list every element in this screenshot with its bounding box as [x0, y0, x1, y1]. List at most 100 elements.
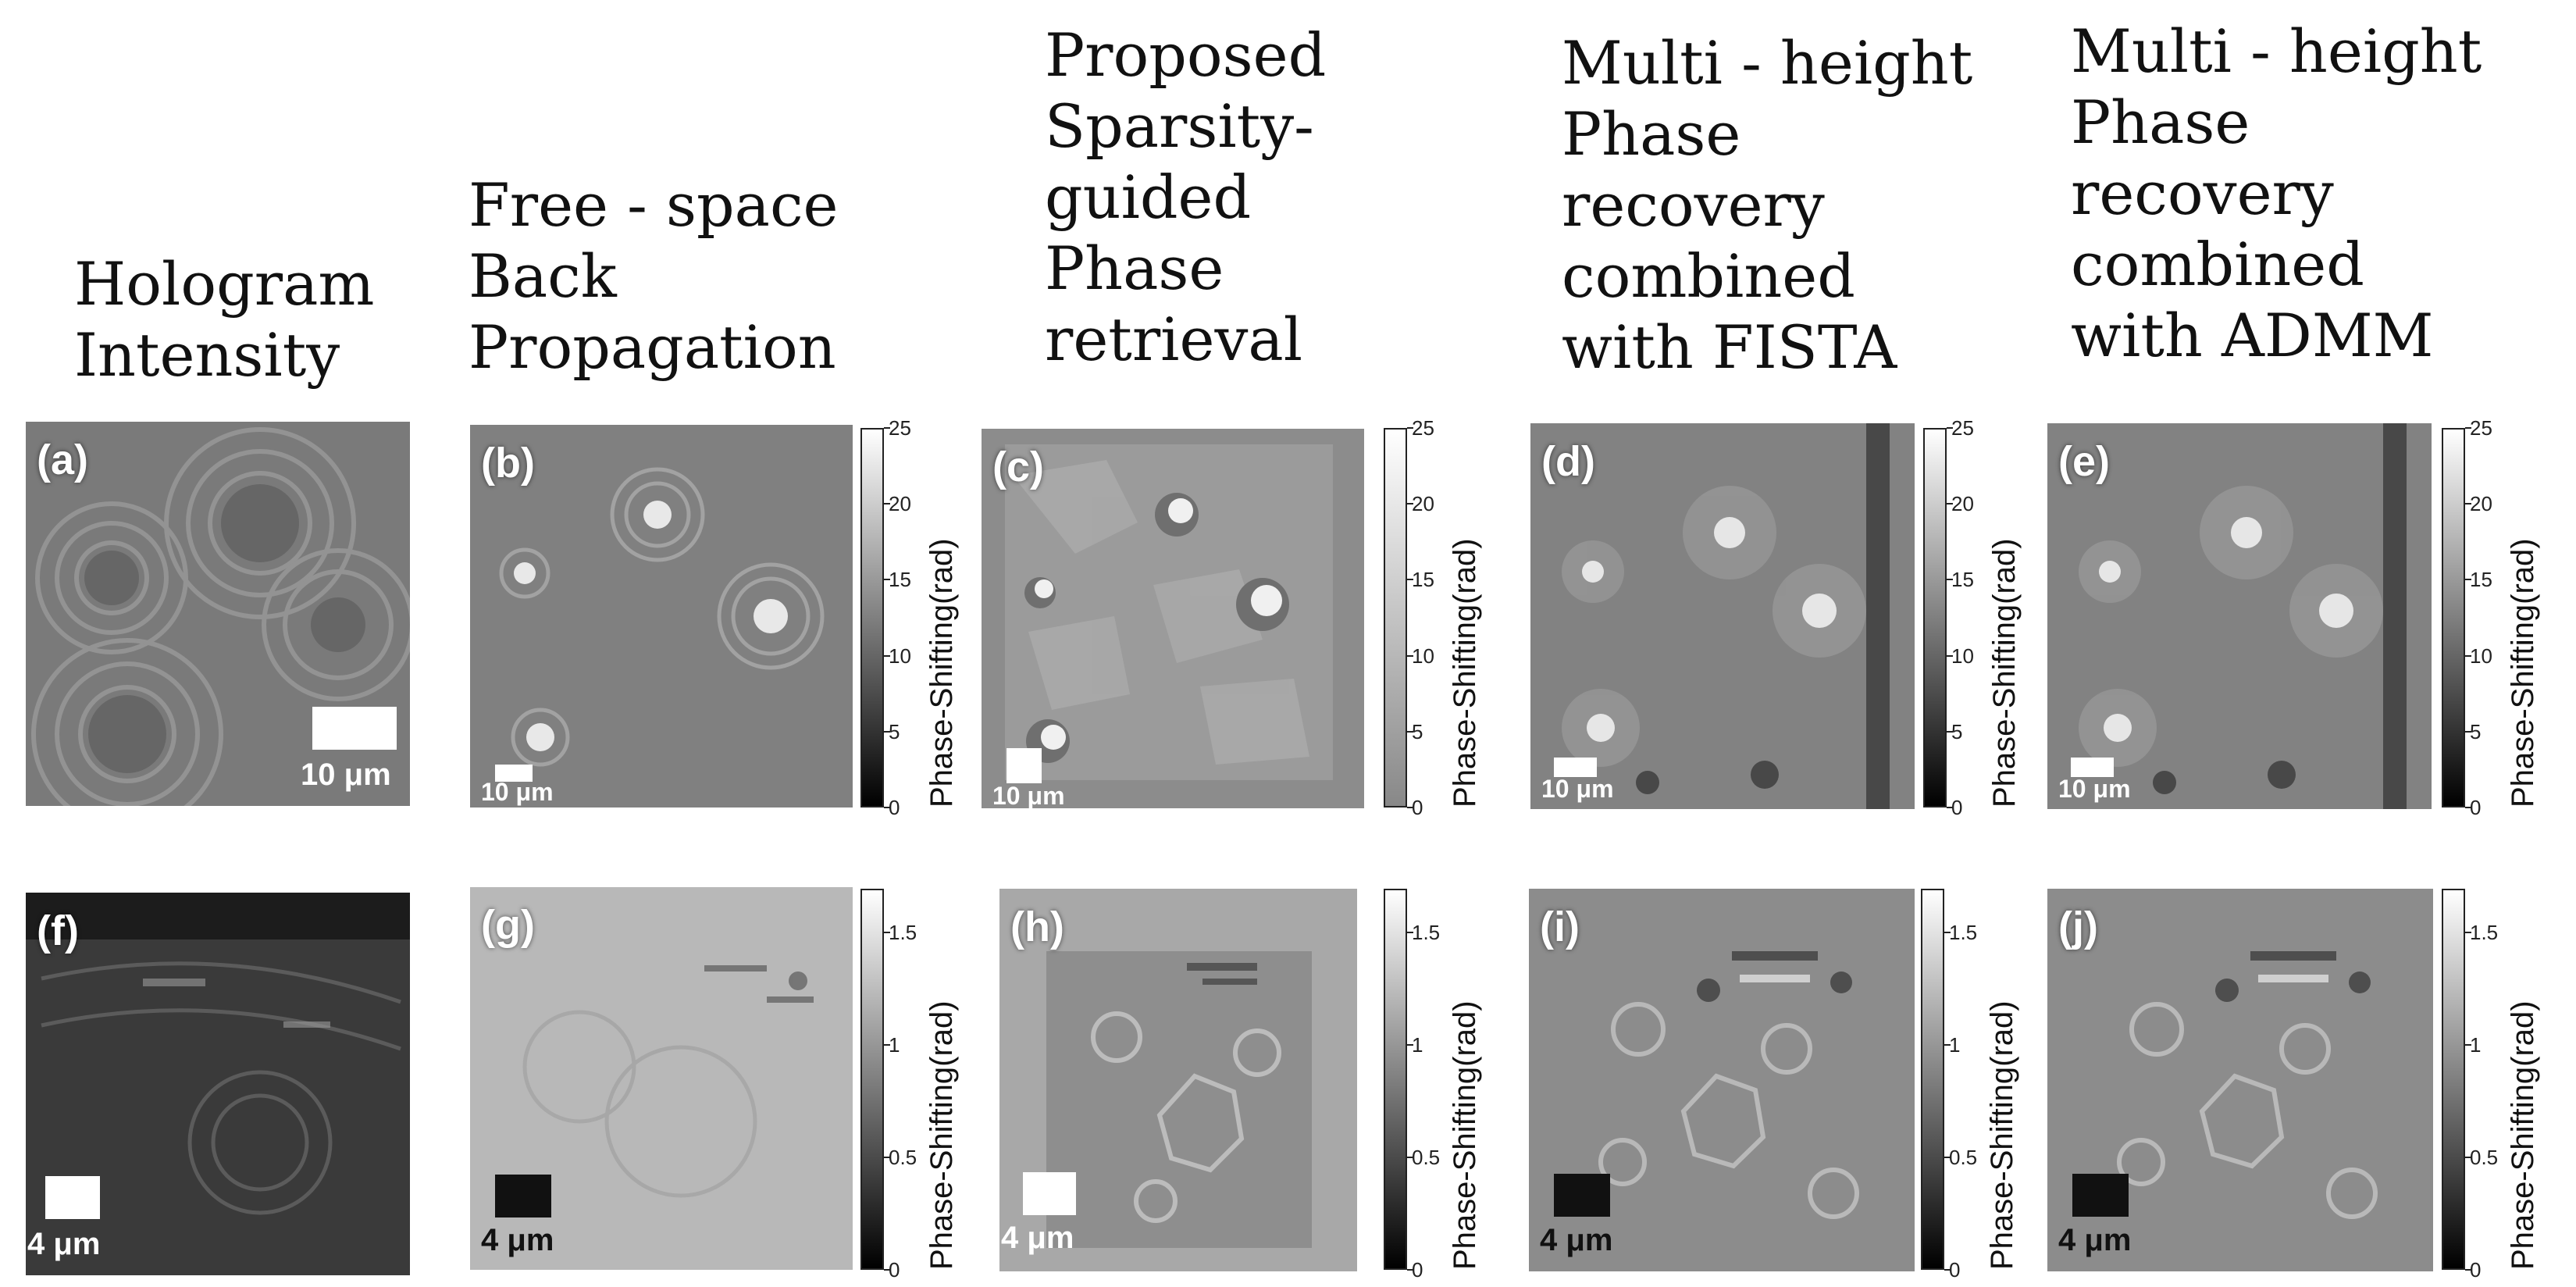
panel-d-fista: (d) 10 μm	[1530, 423, 1915, 809]
colorbar-tick-mark	[1947, 654, 1953, 657]
colorbar-label: Phase-Shifting(rad)	[925, 1000, 959, 1270]
colorbar-tick-mark	[1407, 579, 1413, 581]
phase-image	[2117, 951, 2378, 1219]
scale-bar	[2071, 758, 2114, 777]
colorbar-tick-label: 0.5	[1412, 1146, 1441, 1170]
title-hologram-intensity: Hologram Intensity	[74, 249, 375, 390]
colorbar-tick-label: 0.5	[889, 1146, 917, 1170]
scale-bar-text: 10 μm	[2058, 775, 2131, 803]
colorbar	[1923, 428, 1947, 807]
colorbar-tick-mark	[1947, 503, 1953, 505]
colorbar-tick-mark	[2465, 1269, 2471, 1271]
scale-bar-text: 10 μm	[992, 782, 1065, 808]
panel-label: (c)	[992, 444, 1044, 490]
colorbar-label: Phase-Shifting(rad)	[1448, 538, 1482, 807]
phase-image	[1005, 444, 1333, 780]
colorbar-tick-mark	[884, 807, 890, 808]
colorbar	[860, 889, 884, 1270]
colorbar-tick-label: 5	[2470, 719, 2482, 743]
colorbar-tick-label: 0.5	[1949, 1146, 1978, 1170]
colorbar-tick-label: 5	[1951, 719, 1963, 743]
colorbar-tick-mark	[2465, 503, 2471, 505]
colorbar-tick-label: 1.5	[889, 921, 917, 945]
scale-bar	[495, 1175, 551, 1217]
title-multi-height-admm: Multi - height Phase recovery combined w…	[2071, 16, 2482, 370]
panel-g-back-propagation: (g) 4 μm	[470, 887, 853, 1270]
colorbar	[2442, 428, 2465, 807]
colorbar-tick-mark	[884, 932, 890, 934]
colorbar	[1384, 889, 1407, 1270]
colorbar-tick-label: 25	[1412, 416, 1434, 440]
colorbar-tick-mark	[2465, 807, 2471, 808]
colorbar-tick-mark	[1407, 503, 1413, 505]
phase-image	[1598, 951, 1859, 1219]
phase-image	[2079, 423, 2407, 809]
panel-label: (g)	[481, 902, 535, 949]
colorbar-tick-label: 0	[1949, 1258, 1961, 1282]
colorbar-label: Phase-Shifting(rad)	[1987, 538, 2022, 807]
panel-label: (i)	[1540, 904, 1580, 950]
colorbar-tick-mark	[884, 1157, 890, 1159]
colorbar-tick-mark	[1947, 579, 1953, 581]
colorbar-tick-label: 10	[889, 644, 911, 668]
scale-bar	[2072, 1174, 2129, 1217]
colorbar-tick-label: 0.5	[2470, 1146, 2499, 1170]
colorbar-label: Phase-Shifting(rad)	[925, 538, 959, 807]
colorbar-tick-label: 5	[1412, 719, 1423, 743]
colorbar-tick-label: 15	[2470, 568, 2492, 592]
colorbar-tick-mark	[2465, 1044, 2471, 1046]
colorbar-tick-label: 1.5	[1412, 921, 1441, 945]
panel-f-hologram: (f) 4 μm	[26, 893, 410, 1275]
colorbar-tick-label: 25	[1951, 416, 1974, 440]
colorbar-tick-mark	[1407, 730, 1413, 733]
colorbar-tick-label: 1	[2470, 1033, 2482, 1057]
colorbar-tick-mark	[884, 503, 890, 505]
colorbar-tick-mark	[1947, 807, 1953, 808]
scale-bar-text: 10 μm	[481, 778, 554, 806]
colorbar-tick-label: 0	[1412, 796, 1423, 819]
colorbar	[1921, 889, 1944, 1270]
colorbar-label: Phase-Shifting(rad)	[2506, 538, 2540, 807]
colorbar-label: Phase-Shifting(rad)	[1985, 1000, 2019, 1270]
panel-label: (e)	[2058, 438, 2110, 485]
colorbar-tick-label: 15	[889, 568, 911, 592]
colorbar-tick-label: 15	[1412, 568, 1434, 592]
colorbar-tick-mark	[884, 1269, 890, 1271]
scale-bar-text: 4 μm	[1540, 1223, 1613, 1257]
scale-bar	[1554, 758, 1597, 777]
colorbar-tick-mark	[1407, 427, 1413, 429]
hologram-image	[26, 893, 410, 1215]
colorbar-tick-label: 0	[889, 1258, 900, 1282]
colorbar-tick-label: 1	[1949, 1033, 1961, 1057]
colorbar-tick-label: 1.5	[2470, 921, 2499, 945]
colorbar-tick-mark	[2465, 932, 2471, 934]
colorbar-tick-label: 15	[1951, 568, 1974, 592]
colorbar-tick-label: 10	[1951, 644, 1974, 668]
panel-h-proposed: (h) 4 μm	[999, 889, 1357, 1271]
colorbar-tick-label: 25	[889, 416, 911, 440]
colorbar	[860, 428, 884, 807]
phase-image	[1046, 951, 1312, 1248]
colorbar-tick-mark	[2465, 427, 2471, 429]
colorbar-tick-mark	[1944, 932, 1951, 934]
scale-bar	[1023, 1172, 1076, 1215]
scale-bar-text: 4 μm	[481, 1223, 554, 1257]
colorbar-tick-mark	[2465, 654, 2471, 657]
panel-label: (a)	[37, 437, 88, 483]
colorbar-tick-mark	[1407, 932, 1413, 934]
scale-bar	[1007, 748, 1042, 783]
colorbar-tick-mark	[1407, 654, 1413, 657]
panel-a-hologram: (a) 10 μm	[26, 422, 410, 806]
colorbar-tick-mark	[884, 1044, 890, 1046]
colorbar-tick-label: 10	[1412, 644, 1434, 668]
panel-c-proposed: (c) 10 μm	[982, 429, 1364, 808]
colorbar-tick-label: 1.5	[1949, 921, 1978, 945]
scale-bar	[1554, 1174, 1610, 1217]
panel-label: (j)	[2058, 904, 2098, 950]
colorbar-tick-label: 0	[1951, 796, 1963, 819]
panel-label: (h)	[1010, 904, 1064, 950]
colorbar-tick-label: 20	[1951, 492, 1974, 516]
colorbar-tick-mark	[1944, 1044, 1951, 1046]
colorbar-tick-mark	[2465, 1157, 2471, 1159]
scale-bar-text: 4 μm	[1001, 1221, 1074, 1255]
